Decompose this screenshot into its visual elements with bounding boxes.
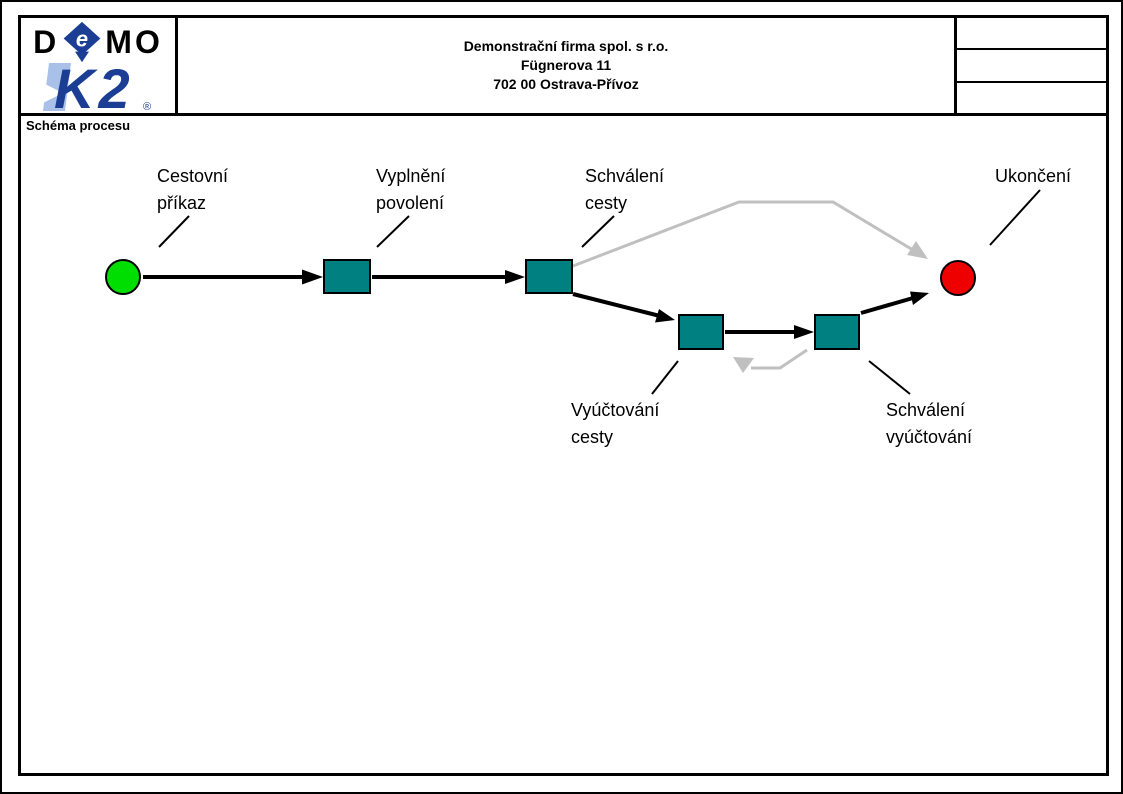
- alt-flow-arrowhead-end: [907, 241, 928, 259]
- demo-letter-d: D: [33, 23, 60, 60]
- flow-arrowhead-5: [910, 291, 929, 305]
- label-start: Cestovní příkaz: [157, 166, 229, 213]
- alt-flow-return-loop: [751, 348, 808, 370]
- label-fill-permit: Vyplnění povolení: [376, 166, 446, 213]
- task-node-fill-permit: [323, 259, 371, 294]
- start-node: [105, 259, 141, 295]
- k2-logo: K2 ®: [43, 62, 151, 111]
- callout-settle-trip: [651, 360, 679, 395]
- flow-arrowhead-2: [505, 270, 525, 284]
- flow-arrowhead-1: [302, 269, 323, 285]
- alt-flow-arrowhead-loop: [733, 357, 754, 373]
- header-info-cell: [954, 18, 1106, 113]
- header-info-row-3: [957, 80, 1106, 113]
- flow-approve-to-settle: [572, 292, 659, 318]
- company-city: 702 00 Ostrava-Přívoz: [493, 76, 639, 92]
- flow-arrowhead-4: [794, 325, 814, 339]
- callout-approve-trip: [581, 215, 615, 248]
- label-end: Ukončení: [995, 166, 1072, 186]
- letterhead-table: D e MO K2 ® Demonstrační firma spol. s: [21, 18, 1106, 116]
- header-info-row-2: [957, 48, 1106, 80]
- main-flow-arrows: [143, 269, 929, 339]
- demo-e-diamond-icon: e: [63, 21, 101, 62]
- label-approve-trip: Schválení cesty: [585, 166, 665, 213]
- label-approve-settlement: Schválení vyúčtování: [886, 400, 973, 447]
- flow-approve2-to-end: [860, 296, 914, 315]
- company-name: Demonstrační firma spol. s r.o.: [463, 38, 669, 54]
- task-node-settle-trip: [678, 314, 724, 350]
- demo-letter-e: e: [76, 26, 88, 51]
- report-frame: D e MO K2 ® Demonstrační firma spol. s: [18, 15, 1109, 776]
- k2-flag-notch-icon: [43, 82, 63, 103]
- company-street: Fügnerova 11: [520, 57, 612, 73]
- alt-flow-arrows: [572, 200, 928, 373]
- k2-text: K2: [54, 63, 134, 111]
- registered-mark: ®: [143, 101, 151, 111]
- task-node-approve-trip: [525, 259, 573, 294]
- callout-end: [989, 189, 1041, 246]
- demo-letters-mo: MO: [105, 23, 163, 60]
- end-node: [940, 260, 976, 296]
- flow-arrowhead-3: [655, 309, 675, 323]
- logo-cell: D e MO K2 ®: [21, 18, 178, 113]
- label-callout-lines: [158, 189, 1041, 395]
- label-settle-trip: Vyúčtování cesty: [571, 400, 660, 447]
- alt-flow-approve-to-end: [572, 200, 914, 268]
- company-address-block: Demonstrační firma spol. s r.o. Fügnerov…: [178, 18, 954, 113]
- task-node-approve-settlement: [814, 314, 860, 350]
- callout-fill-permit: [376, 215, 410, 248]
- callout-start: [158, 215, 190, 248]
- demo-wordmark: D e MO: [33, 21, 163, 63]
- callout-approve-settlement: [868, 360, 911, 395]
- section-title: Schéma procesu: [26, 118, 131, 133]
